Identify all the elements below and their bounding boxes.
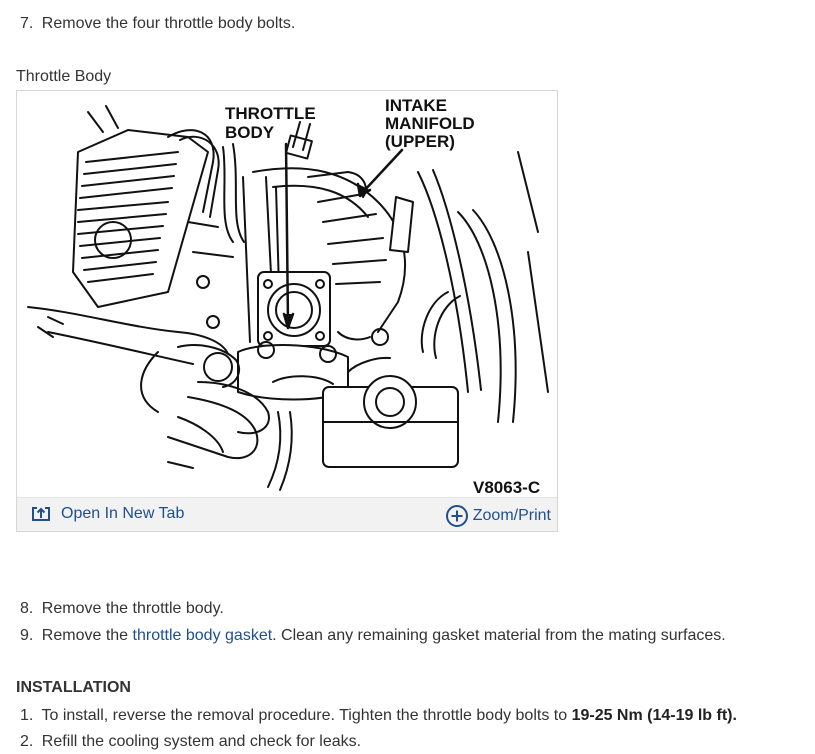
step-text: Remove the four throttle body bolts. [41, 15, 296, 32]
throttle-body-label: THROTTLE BODY [225, 104, 316, 142]
install-step-1: 1. To install, reverse the removal proce… [20, 706, 737, 726]
open-in-new-tab-label: Open In New Tab [61, 505, 185, 522]
zoom-plus-icon [445, 504, 473, 528]
throttle-body-gasket-link[interactable]: throttle body gasket [132, 627, 273, 644]
intake-manifold-drawing [242, 167, 406, 343]
step-number: 7. [20, 15, 34, 32]
step-text-after: . Clean any remaining gasket material fr… [272, 627, 726, 644]
figure-code-label: V8063-C [473, 478, 541, 497]
zoom-print-label: Zoom/Print [472, 507, 551, 524]
step-number: 2. [20, 733, 34, 750]
intake-manifold-label: INTAKE MANIFOLD (UPPER) [385, 97, 475, 151]
installation-heading: INSTALLATION [16, 679, 131, 696]
hands-drawing [27, 306, 270, 469]
install-step-2: 2. Refill the cooling system and check f… [20, 732, 361, 752]
zoom-print-button[interactable]: Zoom/Print [445, 504, 551, 528]
step-text: Refill the cooling system and check for … [41, 733, 362, 750]
valve-cover-drawing [72, 105, 209, 308]
intake-label-line2: MANIFOLD [385, 114, 475, 133]
intake-label-line3: (UPPER) [385, 132, 455, 151]
throttle-body-label-line1: THROTTLE [225, 104, 316, 123]
intake-label-line1: INTAKE [385, 96, 448, 115]
open-in-new-tab-icon [31, 506, 61, 522]
throttle-body-diagram[interactable]: THROTTLE BODY INTAKE MANIFOLD (UPPER) V8… [18, 92, 556, 498]
throttle-body-label-line2: BODY [225, 123, 275, 142]
figure-toolbar: Open In New Tab Zoom/Print [17, 497, 557, 531]
torque-spec: 19-25 Nm (14-19 lb ft). [571, 707, 737, 724]
step-9: 9. Remove the throttle body gasket. Clea… [20, 626, 726, 646]
throttle-body-drawing [237, 271, 349, 401]
step-text: Remove the throttle body. [41, 600, 224, 617]
open-in-new-tab-button[interactable]: Open In New Tab [31, 504, 184, 524]
figure-container: THROTTLE BODY INTAKE MANIFOLD (UPPER) V8… [16, 90, 558, 532]
misc-lines-drawing [37, 221, 293, 491]
step-7: 7. Remove the four throttle body bolts. [20, 14, 295, 34]
step-number: 1. [20, 707, 34, 724]
step-number: 9. [20, 627, 34, 644]
step-number: 8. [20, 600, 34, 617]
step-text-before: To install, reverse the removal procedur… [41, 707, 572, 724]
step-8: 8. Remove the throttle body. [20, 599, 224, 619]
hoses-drawing [167, 121, 313, 243]
step-text-before: Remove the [41, 627, 133, 644]
leader-lines-drawing [282, 142, 404, 330]
figure-title: Throttle Body [16, 68, 112, 85]
right-side-parts-drawing [322, 151, 549, 468]
